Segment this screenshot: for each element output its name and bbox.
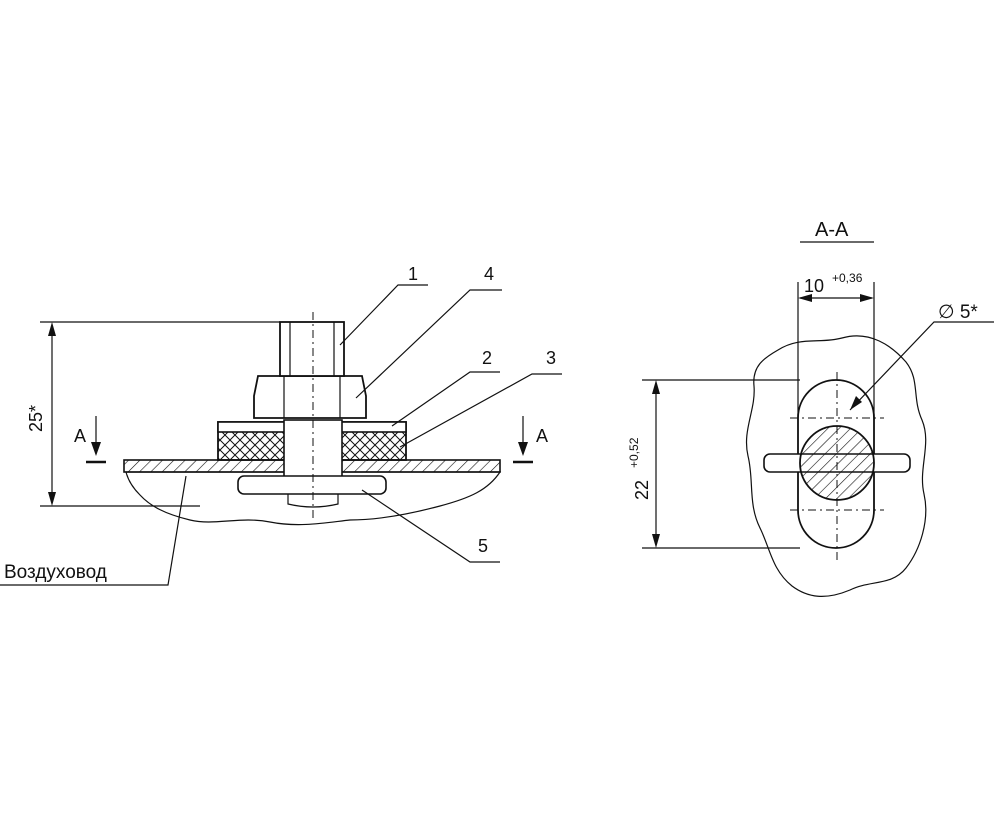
nut bbox=[253, 375, 367, 419]
duct-body bbox=[125, 471, 502, 526]
section-aa-view: А-А 10 +0,36 ∅ 5* 22 +0,52 bbox=[627, 219, 994, 597]
bolt-end bbox=[287, 494, 339, 508]
dim-slot: 22 bbox=[632, 480, 652, 500]
duct-label: Воздуховод bbox=[4, 562, 107, 583]
dim-diameter: ∅ 5* bbox=[938, 302, 978, 323]
section-title: А-А bbox=[815, 219, 849, 241]
lower-pin bbox=[237, 475, 387, 495]
left-assembly-view: 25* А А 1 4 2 3 5 Воздуховод bbox=[0, 264, 562, 586]
duct-fragment bbox=[745, 335, 927, 597]
stud-top bbox=[279, 321, 345, 377]
dim-height-label: 25* bbox=[26, 405, 46, 432]
dim-slot-tol: +0,52 bbox=[627, 437, 641, 468]
dim-width: 10 bbox=[804, 276, 824, 296]
callout-5: 5 bbox=[478, 536, 488, 556]
callout-2: 2 bbox=[482, 348, 492, 368]
dim-width-tol: +0,36 bbox=[832, 271, 863, 285]
section-mark-right: А bbox=[536, 426, 548, 446]
section-mark-left: А bbox=[74, 426, 86, 446]
callout-4: 4 bbox=[484, 264, 494, 284]
callout-1: 1 bbox=[408, 264, 418, 284]
callout-3: 3 bbox=[546, 348, 556, 368]
